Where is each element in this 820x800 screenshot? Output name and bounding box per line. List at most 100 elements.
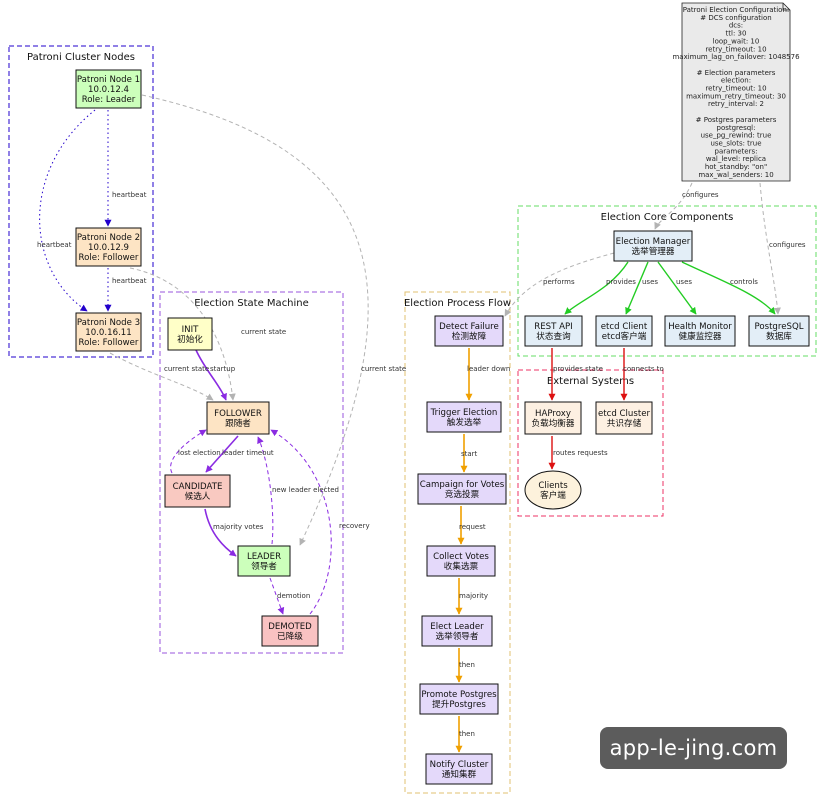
node-label: DEMOTED [268, 622, 312, 632]
node-label: 检测故障 [452, 330, 487, 342]
edge-label: new leader elected [272, 486, 339, 494]
node-label: 状态查询 [536, 330, 571, 342]
edge-e20 [504, 252, 615, 317]
node-label: Elect Leader [430, 622, 484, 632]
config-line: # DCS configuration [700, 14, 771, 22]
cluster-title: External Systems [547, 376, 634, 387]
edge-e2 [39, 109, 96, 312]
config-line: # Election parameters [697, 69, 776, 77]
node-label: Notify Cluster [430, 760, 489, 770]
config-line: retry_timeout: 10 [705, 45, 766, 53]
node-label: Trigger Election [430, 408, 498, 418]
node-label: 健康监控器 [679, 330, 722, 342]
config-line: ttl: 30 [726, 30, 747, 38]
edge-e13 [141, 94, 369, 546]
edge-e11 [129, 267, 236, 401]
edge-label: heartbeat [37, 241, 72, 249]
node-label: 共识存储 [607, 417, 642, 429]
edge-label: provides state [553, 365, 603, 373]
config-line: use_pg_rewind: true [701, 132, 772, 140]
config-line: Patroni Election Configuration: [683, 6, 790, 14]
node-label: Collect Votes [433, 552, 489, 562]
node-label: 10.0.16.11 [85, 328, 131, 338]
cluster-title: Election Core Components [601, 212, 734, 223]
cluster-title: Patroni Cluster Nodes [27, 52, 135, 63]
node-label: REST API [534, 322, 572, 332]
node-label: 收集选票 [444, 560, 479, 572]
edge-label: then [459, 730, 475, 738]
config-line: election: [721, 77, 751, 85]
node-label: 数据库 [766, 330, 792, 342]
node-label: Health Monitor [668, 322, 732, 332]
edge-label: request [459, 523, 486, 531]
config-line: hot_standby: "on" [705, 163, 767, 171]
node-label: 负载均衡器 [532, 417, 575, 429]
edge-label: controls [730, 278, 758, 286]
edge-label: uses [642, 278, 658, 286]
edge-label: leader down [467, 365, 510, 373]
node-label: 跟随者 [225, 417, 251, 429]
node-label: Role: Follower [79, 338, 139, 348]
node-label: 领导者 [251, 560, 277, 572]
edge-label: demotion [277, 592, 310, 600]
node-label: CANDIDATE [173, 482, 223, 492]
watermark: app-le-jing.com [600, 727, 787, 769]
node-label: 提升Postgres [432, 699, 486, 710]
edge-e21 [564, 261, 629, 315]
node-label: 选举管理器 [632, 245, 675, 257]
edge-label: uses [676, 278, 692, 286]
node-label: Campaign for Votes [420, 480, 505, 490]
config-line: retry_interval: 2 [708, 100, 764, 108]
config-line: # Postgres parameters [696, 116, 777, 124]
edge-label: lost election [178, 449, 221, 457]
node-label: Patroni Node 1 [77, 75, 140, 85]
edge-label: startup [210, 365, 236, 373]
cluster-nodes: Patroni Cluster Nodes [8, 45, 154, 358]
node-label: 选举领导者 [436, 630, 479, 642]
config-line: dcs: [729, 22, 743, 30]
edge-label: start [461, 450, 478, 458]
node-label: Detect Failure [439, 322, 499, 332]
config-line: maximum_lag_on_failover: 1048576 [672, 53, 800, 61]
node-label: 候选人 [185, 490, 211, 502]
edge-e9 [269, 577, 285, 615]
node-label: 触发选举 [447, 416, 482, 428]
edge-label: current state [164, 365, 209, 373]
config-line: max_wal_senders: 10 [698, 171, 773, 179]
node-label: etcd客户端 [602, 330, 647, 342]
edge-e6 [170, 429, 207, 474]
edge-label: connects to [623, 365, 664, 373]
edge-e29 [759, 182, 781, 315]
node-label: FOLLOWER [214, 409, 262, 419]
edge-label: leader timeout [222, 449, 274, 457]
node-label: PostgreSQL [754, 322, 803, 332]
node-label: Role: Leader [82, 95, 136, 105]
edge-label: configures [682, 191, 719, 199]
edge-e28 [654, 182, 693, 230]
edge-e12 [109, 352, 214, 401]
